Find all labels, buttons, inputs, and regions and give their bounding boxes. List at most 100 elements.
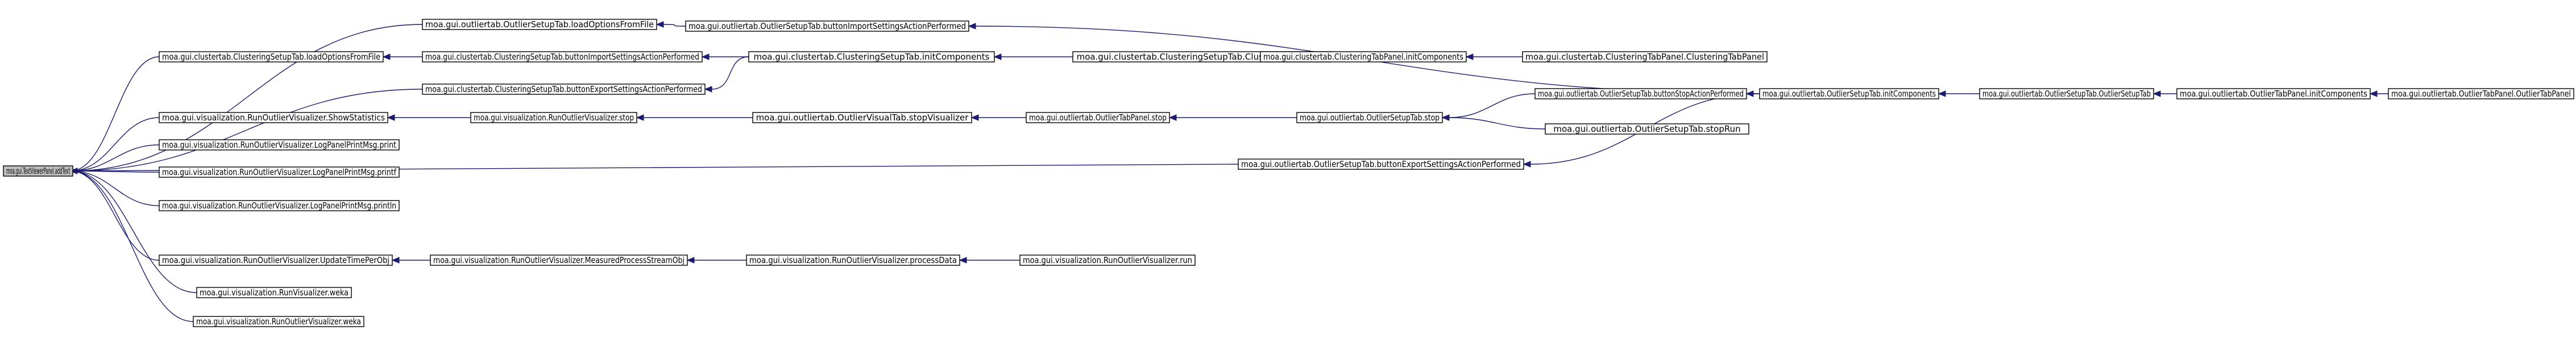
edge-line	[1449, 93, 1536, 118]
node-box[interactable]	[1522, 51, 1768, 62]
edge-arrowhead	[69, 168, 78, 174]
node-box[interactable]	[1979, 88, 2154, 99]
edge-n26-to-n25	[2152, 90, 2177, 97]
graph-node[interactable]: moa.gui.outliertab.OutlierSetupTab.initC…	[1759, 88, 1939, 99]
edge-arrowhead	[993, 53, 1002, 60]
graph-node[interactable]: moa.gui.clustertab.ClusteringTabPanel.in…	[1260, 51, 1467, 62]
node-box[interactable]	[159, 51, 384, 62]
edge-arrowhead	[704, 86, 712, 93]
graph-node[interactable]: moa.gui.clustertab.ClusteringSetupTab.lo…	[159, 51, 384, 62]
node-box[interactable]	[1545, 123, 1749, 135]
node-box[interactable]	[470, 112, 637, 123]
node-label: moa.gui.outliertab.OutlierSetupTab.loadO…	[425, 19, 654, 30]
graph-node[interactable]: moa.gui.outliertab.OutlierSetupTab.butto…	[1238, 159, 1524, 170]
node-box[interactable]	[159, 166, 400, 178]
node-box[interactable]	[2388, 88, 2574, 99]
root-node[interactable]: moa.gui.TextViewerPanel.addText	[3, 165, 73, 177]
node-box[interactable]	[752, 112, 972, 123]
node-label: moa.gui.visualization.RunOutlierVisualiz…	[1023, 255, 1192, 265]
node-label: moa.gui.clustertab.ClusteringTabPanel.in…	[1263, 52, 1463, 62]
node-label: moa.gui.outliertab.OutlierTabPanel.stop	[1029, 112, 1167, 123]
edge-n9-to-n0	[69, 168, 160, 261]
node-label: moa.gui.visualization.RunOutlierVisualiz…	[162, 112, 385, 123]
node-box[interactable]	[159, 139, 400, 151]
node-label: moa.gui.visualization.RunVisualizer.weka	[200, 287, 349, 298]
edge-n12-to-n1	[656, 21, 686, 28]
graph-node[interactable]: moa.gui.outliertab.OutlierSetupTab.butto…	[685, 20, 969, 32]
node-label: moa.gui.visualization.RunOutlierVisualiz…	[749, 255, 957, 265]
node-box[interactable]	[193, 316, 364, 327]
node-box[interactable]	[1534, 88, 1747, 99]
node-box[interactable]	[159, 112, 388, 123]
node-box[interactable]	[422, 84, 706, 95]
graph-node[interactable]: moa.gui.visualization.RunOutlierVisualiz…	[159, 255, 393, 266]
graph-node[interactable]: moa.gui.outliertab.OutlierSetupTab.loadO…	[422, 19, 657, 30]
edge-n17-to-n16	[1465, 53, 1523, 60]
graph-node[interactable]: moa.gui.visualization.RunOutlierVisualiz…	[159, 200, 400, 211]
node-box[interactable]	[430, 255, 688, 266]
edge-line	[70, 56, 160, 172]
graph-node[interactable]: moa.gui.outliertab.OutlierTabPanel.Outli…	[2388, 88, 2574, 99]
edge-n5-to-n0	[69, 144, 160, 174]
edge-arrowhead	[970, 114, 979, 121]
edge-arrowhead	[2369, 90, 2378, 97]
node-label: moa.gui.outliertab.OutlierTabPanel.Outli…	[2391, 89, 2571, 99]
graph-node[interactable]: moa.gui.outliertab.OutlierSetupTab.stopR…	[1545, 123, 1749, 135]
graph-node[interactable]: moa.gui.outliertab.OutlierVisualTab.stop…	[752, 112, 972, 123]
graph-node[interactable]: moa.gui.visualization.RunOutlierVisualiz…	[193, 316, 364, 327]
node-box[interactable]	[1019, 255, 1196, 266]
node-label: moa.gui.outliertab.OutlierSetupTab.Outli…	[1982, 89, 2151, 99]
graph-node[interactable]: moa.gui.clustertab.ClusteringSetupTab.bu…	[422, 51, 703, 62]
node-box[interactable]	[1260, 51, 1467, 62]
node-label: moa.gui.visualization.RunOutlierVisualiz…	[162, 167, 397, 177]
node-box[interactable]	[196, 287, 352, 298]
graph-node[interactable]: moa.gui.outliertab.OutlierSetupTab.butto…	[1534, 88, 1747, 99]
graph-node[interactable]: moa.gui.clustertab.ClusteringTabPanel.Cl…	[1522, 51, 1768, 62]
graph-node[interactable]: moa.gui.visualization.RunOutlierVisualiz…	[470, 112, 637, 123]
node-box[interactable]	[2176, 88, 2371, 99]
edge-arrowhead	[968, 23, 976, 30]
node-label: moa.gui.TextViewerPanel.addText	[6, 166, 70, 176]
graph-node[interactable]: moa.gui.clustertab.ClusteringSetupTab.in…	[748, 51, 995, 62]
node-box[interactable]	[685, 20, 969, 32]
edge-arrowhead	[1523, 161, 1531, 168]
graph-node[interactable]: moa.gui.visualization.RunOutlierVisualiz…	[1019, 255, 1196, 266]
graph-node[interactable]: moa.gui.outliertab.OutlierSetupTab.stop	[1296, 112, 1443, 123]
node-box[interactable]	[159, 200, 400, 211]
graph-node[interactable]: moa.gui.visualization.RunOutlierVisualiz…	[430, 255, 688, 266]
node-box[interactable]	[748, 51, 995, 62]
edge-n11-to-n0	[69, 168, 194, 322]
edge-arrowhead	[387, 114, 395, 121]
node-box[interactable]	[1026, 112, 1170, 123]
node-label: moa.gui.outliertab.OutlierSetupTab.initC…	[1762, 89, 1936, 99]
node-box[interactable]	[422, 51, 703, 62]
graph-node[interactable]: moa.gui.visualization.RunVisualizer.weka	[196, 287, 352, 298]
graph-node[interactable]: moa.gui.visualization.RunOutlierVisualiz…	[159, 112, 388, 123]
graph-node[interactable]: moa.gui.clustertab.ClusteringSetupTab.bu…	[422, 84, 706, 95]
graph-node[interactable]: moa.gui.visualization.RunOutlierVisualiz…	[159, 166, 400, 178]
node-box[interactable]	[422, 19, 657, 30]
edge-arrowhead	[686, 257, 695, 264]
node-label: moa.gui.outliertab.OutlierVisualTab.stop…	[756, 112, 969, 123]
edge-n2-to-n0	[69, 56, 160, 174]
node-box[interactable]	[1759, 88, 1939, 99]
edge-line	[70, 170, 160, 261]
node-box[interactable]	[746, 255, 960, 266]
node-label: moa.gui.clustertab.ClusteringSetupTab.in…	[754, 52, 990, 62]
graph-node[interactable]: moa.gui.visualization.RunOutlierVisualiz…	[746, 255, 960, 266]
edge-line	[70, 170, 194, 322]
node-label: moa.gui.outliertab.OutlierTabPanel.initC…	[2180, 89, 2367, 99]
edge-n23-to-n21	[1441, 114, 1546, 130]
graph-node[interactable]: moa.gui.visualization.RunOutlierVisualiz…	[159, 139, 400, 151]
graph-node[interactable]: moa.gui.outliertab.OutlierTabPanel.initC…	[2176, 88, 2371, 99]
node-box[interactable]	[1238, 159, 1524, 170]
node-box[interactable]	[1296, 112, 1443, 123]
node-box[interactable]	[3, 165, 73, 177]
graph-node[interactable]: moa.gui.outliertab.OutlierTabPanel.stop	[1026, 112, 1170, 123]
edge-line	[70, 144, 160, 172]
edge-arrowhead	[959, 257, 967, 264]
edge-line	[70, 24, 423, 172]
edge-line	[70, 170, 197, 293]
graph-node[interactable]: moa.gui.outliertab.OutlierSetupTab.Outli…	[1979, 88, 2154, 99]
node-box[interactable]	[159, 255, 393, 266]
